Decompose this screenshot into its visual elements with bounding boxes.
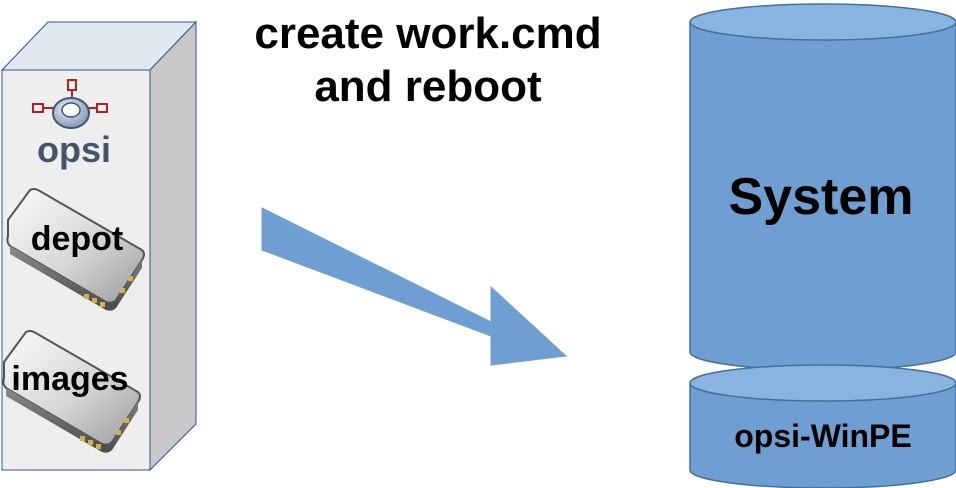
disk-label-images: images (11, 360, 128, 398)
caption-line-2: and reboot (314, 62, 542, 111)
winpe-partition-cylinder (689, 364, 956, 488)
hard-disk-icon (6, 188, 145, 311)
caption-line-1: create work.cmd (254, 9, 601, 58)
winpe-partition-label: opsi-WinPE (734, 418, 911, 454)
right-down-arrow-icon (261, 207, 568, 366)
opsi-logo-text: opsi (37, 129, 111, 170)
system-partition-label: System (729, 168, 914, 226)
server-side-face (149, 20, 197, 472)
opsi-logo-icon: opsi (32, 79, 111, 170)
hard-disk-icon (2, 330, 141, 453)
disk-label-depot: depot (31, 220, 124, 258)
system-partition-cylinder (689, 3, 956, 371)
